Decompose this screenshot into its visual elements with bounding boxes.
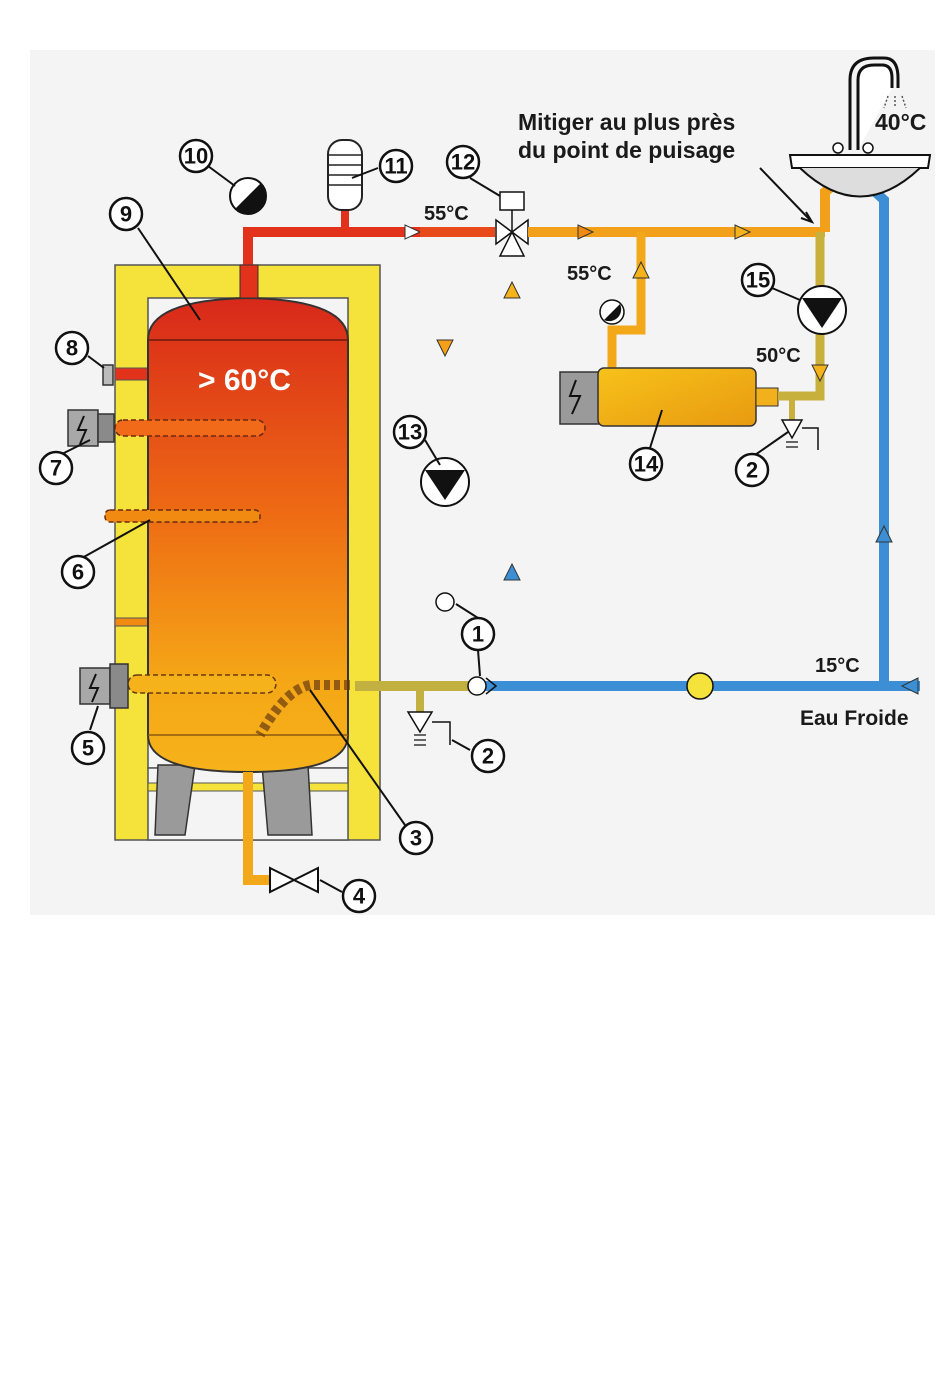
booster-temperature: 55°C xyxy=(567,263,612,285)
cold-temperature: 15°C xyxy=(815,655,860,677)
cold-water-label: Eau Froide xyxy=(800,707,909,730)
tank-temperature-label: > 60°C xyxy=(198,364,291,397)
callout-9: 9 xyxy=(110,198,142,230)
svg-text:2: 2 xyxy=(746,458,758,483)
circulation-pump-15 xyxy=(798,286,846,334)
hot-outlet-fitting xyxy=(240,265,258,298)
callout-8: 8 xyxy=(56,332,88,364)
svg-text:1: 1 xyxy=(472,622,484,647)
svg-text:6: 6 xyxy=(72,560,84,585)
mixer-note-line2: du point de puisage xyxy=(518,137,735,163)
callout-11: 11 xyxy=(380,150,412,182)
svg-text:2: 2 xyxy=(482,744,494,769)
callout-2-lower: 2 xyxy=(472,740,504,772)
svg-text:4: 4 xyxy=(353,884,366,909)
callout-5: 5 xyxy=(72,732,104,764)
sensor-pocket xyxy=(105,510,260,522)
check-valve-upper xyxy=(436,593,454,611)
thermometer-port xyxy=(103,365,113,385)
callout-1-lower: 1 xyxy=(462,618,494,650)
mixer-outlet-temperature: 55°C xyxy=(424,203,469,225)
expansion-vessel xyxy=(328,140,362,210)
svg-text:5: 5 xyxy=(82,736,94,761)
water-meter xyxy=(687,673,713,699)
return-temperature: 50°C xyxy=(756,345,801,367)
pressure-gauge xyxy=(230,178,266,214)
svg-text:10: 10 xyxy=(184,144,208,169)
svg-text:3: 3 xyxy=(410,826,422,851)
callout-15: 15 xyxy=(742,264,774,296)
tap-temperature-label: 40°C xyxy=(875,109,926,135)
tank-foot-right xyxy=(262,765,312,835)
svg-text:11: 11 xyxy=(384,154,407,179)
svg-text:15: 15 xyxy=(746,268,770,293)
callout-3: 3 xyxy=(400,822,432,854)
callout-14: 14 xyxy=(630,448,662,480)
callout-2-upper: 2 xyxy=(736,454,768,486)
svg-text:12: 12 xyxy=(451,150,475,175)
svg-text:14: 14 xyxy=(634,452,659,477)
svg-text:7: 7 xyxy=(50,456,62,481)
callout-7: 7 xyxy=(40,452,72,484)
svg-text:13: 13 xyxy=(398,420,422,445)
mixer-note-line1: Mitiger au plus près xyxy=(518,109,735,135)
callout-4: 4 xyxy=(343,880,375,912)
svg-text:9: 9 xyxy=(120,202,132,227)
callout-10: 10 xyxy=(180,140,212,172)
callout-13: 13 xyxy=(394,416,426,448)
svg-text:8: 8 xyxy=(66,336,78,361)
booster-water-heater xyxy=(560,368,778,426)
callout-6: 6 xyxy=(62,556,94,588)
callout-12: 12 xyxy=(447,146,479,178)
circulation-pump-13 xyxy=(421,458,469,506)
